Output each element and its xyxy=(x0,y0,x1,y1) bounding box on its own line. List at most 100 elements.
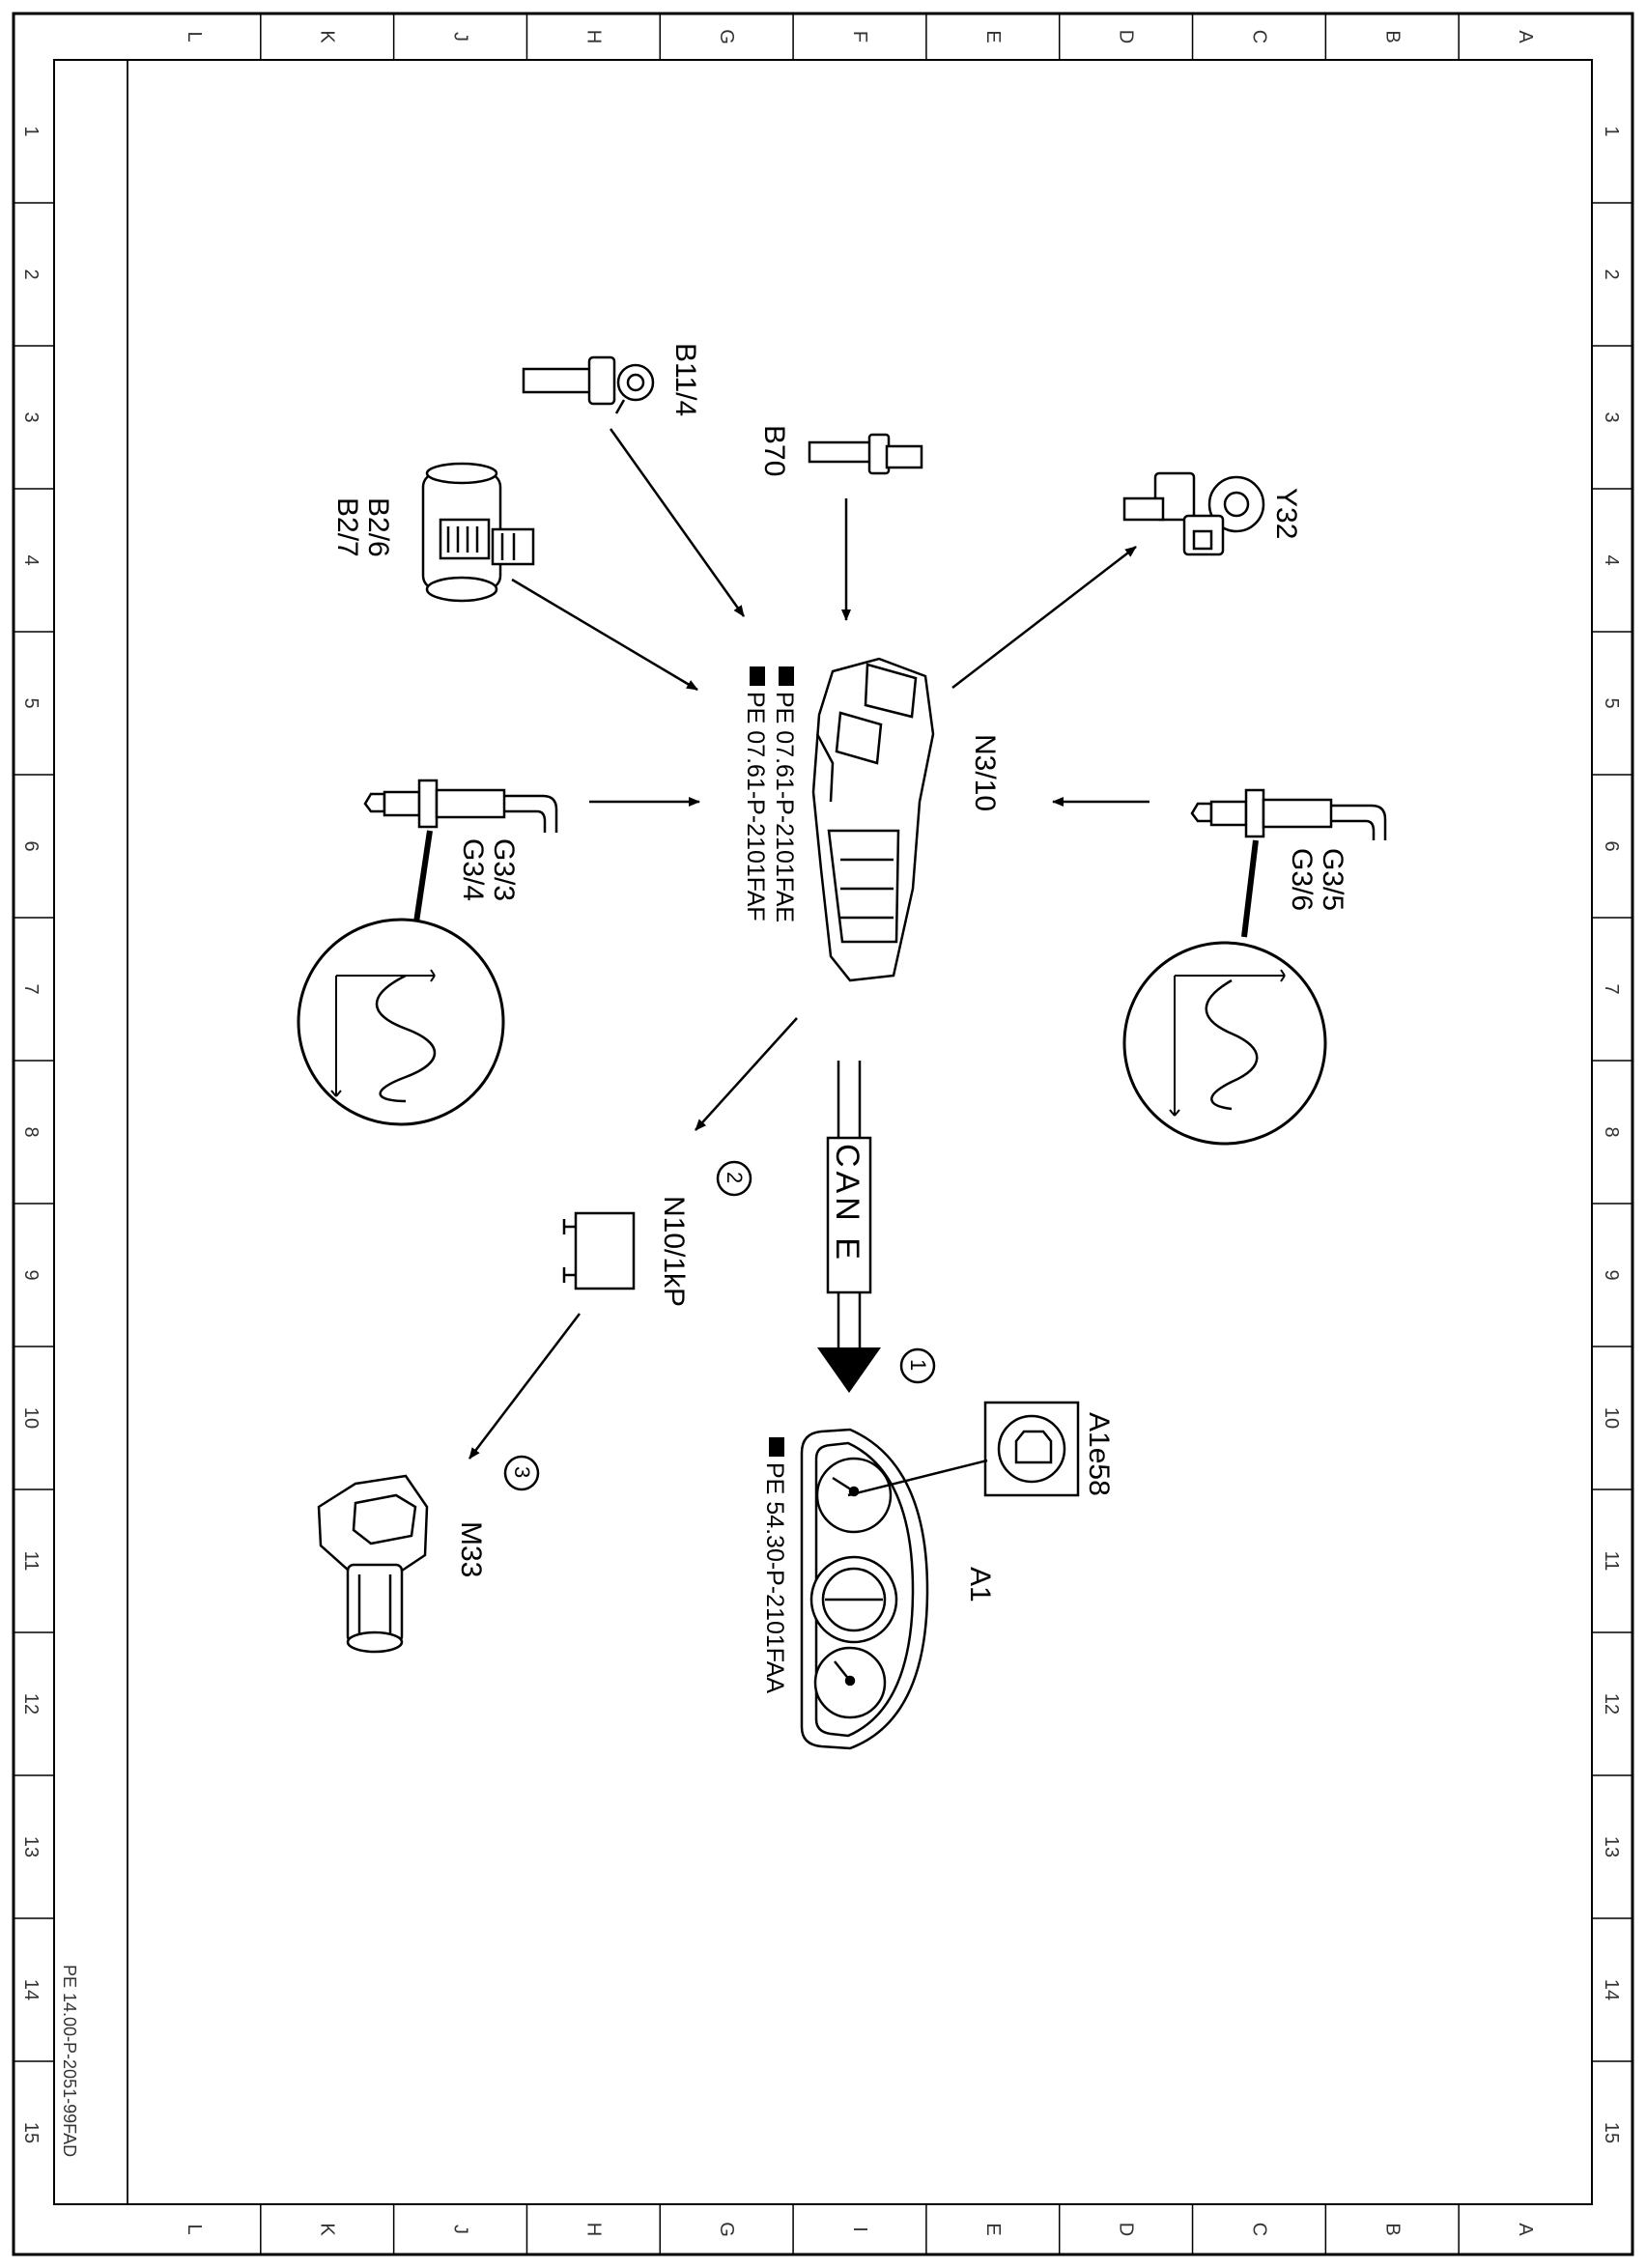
zone-column-bottom: G xyxy=(716,2222,737,2237)
zone-row-right: 1 xyxy=(1601,126,1622,136)
zone-row-left: 15 xyxy=(20,2122,42,2143)
callout-1: 1 xyxy=(899,1347,936,1384)
zone-column-bottom: J xyxy=(450,2225,471,2234)
zone-row-right: 11 xyxy=(1601,1551,1622,1572)
instrument-cluster-a1-icon xyxy=(800,1428,929,1750)
zone-row-right: 6 xyxy=(1601,840,1622,851)
ecu-reference-1-text: PE 07.61-P-2101FAE xyxy=(771,692,798,922)
arrow-ecu-to-relay xyxy=(695,1017,798,1131)
lambda-right-leader xyxy=(1241,839,1259,938)
pump-m33-icon xyxy=(317,1474,429,1654)
zone-column-top: C xyxy=(1248,30,1269,43)
signal-arrows xyxy=(468,428,1149,1460)
grid-ticks xyxy=(14,14,1632,2254)
signal-waveform-right-icon xyxy=(1122,941,1327,1146)
zone-row-left: 11 xyxy=(20,1551,42,1572)
label-y32: Y32 xyxy=(1270,488,1302,539)
ecu-reference-2-text: PE 07.61-P-2101FAF xyxy=(742,692,769,921)
zone-row-left: 5 xyxy=(20,697,42,708)
cluster-reference: PE 54.30-P-2101FAA xyxy=(761,1437,788,1693)
arrow-b2-to-ecu xyxy=(511,578,698,692)
label-g3-3: G3/3 xyxy=(488,838,520,901)
zone-row-left: 7 xyxy=(20,983,42,994)
can-bus-label: CAN E xyxy=(829,1144,866,1263)
label-b2-6: B2/6 xyxy=(362,497,394,557)
zone-row-left: 4 xyxy=(20,554,42,565)
zone-column-top: K xyxy=(317,30,338,43)
zone-row-left: 6 xyxy=(20,840,42,851)
zone-column-bottom: H xyxy=(582,2223,604,2236)
air-mass-sensor-icon xyxy=(421,462,535,603)
sensor-b11-4-icon xyxy=(522,355,655,414)
label-g3-6: G3/6 xyxy=(1286,848,1318,911)
zone-row-right: 14 xyxy=(1601,1979,1622,2000)
zone-row-right: 9 xyxy=(1601,1269,1622,1280)
zone-row-right: 3 xyxy=(1601,411,1622,422)
zone-column-top: D xyxy=(1116,30,1137,43)
callout-2-number: 2 xyxy=(723,1172,747,1183)
callout-3: 3 xyxy=(503,1455,540,1491)
signal-waveform-left-icon xyxy=(297,918,505,1126)
zone-row-right: 4 xyxy=(1601,554,1622,565)
label-b2-7: B2/7 xyxy=(331,497,363,557)
zone-row-left: 3 xyxy=(20,411,42,422)
zone-column-bottom: C xyxy=(1248,2223,1269,2236)
drawing-frame xyxy=(12,12,1634,2256)
arrow-relay-to-pump xyxy=(468,1313,581,1460)
cluster-reference-text: PE 54.30-P-2101FAA xyxy=(761,1462,788,1693)
callout-1-number: 1 xyxy=(906,1359,930,1371)
zone-column-bottom: I xyxy=(849,2226,870,2232)
zone-row-left: 9 xyxy=(20,1269,42,1280)
label-g3-4: G3/4 xyxy=(457,838,489,901)
zone-row-right: 5 xyxy=(1601,697,1622,708)
zone-column-bottom: K xyxy=(317,2223,338,2236)
zone-column-bottom: D xyxy=(1116,2223,1137,2236)
zone-row-left: 13 xyxy=(20,1836,42,1857)
callout-3-number: 3 xyxy=(510,1466,534,1478)
zone-column-bottom: A xyxy=(1515,2223,1536,2236)
zone-row-left: 10 xyxy=(20,1407,42,1429)
zone-row-left: 2 xyxy=(20,269,42,279)
valve-y32-icon xyxy=(1122,471,1265,556)
zone-row-right: 15 xyxy=(1601,2122,1622,2143)
ecu-reference-1: PE 07.61-P-2101FAE xyxy=(771,666,798,922)
zone-row-right: 2 xyxy=(1601,269,1622,279)
label-b11-4: B11/4 xyxy=(669,343,701,416)
zone-column-top: A xyxy=(1515,30,1536,43)
zone-column-top: F xyxy=(849,31,870,43)
ecu-reference-2: PE 07.61-P-2101FAF xyxy=(742,666,769,921)
zone-column-bottom: B xyxy=(1381,2223,1403,2235)
sensor-b70-icon xyxy=(808,433,923,475)
zone-row-right: 13 xyxy=(1601,1836,1622,1857)
label-b70: B70 xyxy=(758,425,790,476)
relay-n10-1kp-icon xyxy=(562,1211,636,1290)
zone-row-left: 12 xyxy=(20,1693,42,1715)
zone-column-top: G xyxy=(716,29,737,44)
label-n10-1kp: N10/1kP xyxy=(658,1196,690,1307)
zone-column-top: H xyxy=(582,30,604,43)
figure-id: PE 14.00-P-2051-99FAD xyxy=(60,1965,79,2157)
zone-column-bottom: L xyxy=(184,2224,205,2234)
zone-row-right: 12 xyxy=(1601,1693,1622,1715)
callout-2: 2 xyxy=(716,1160,752,1197)
zone-row-left: 14 xyxy=(20,1979,42,2000)
zone-row-right: 10 xyxy=(1601,1407,1622,1429)
zone-row-left: 1 xyxy=(20,126,42,136)
zone-row-right: 8 xyxy=(1601,1126,1622,1137)
zone-column-top: B xyxy=(1381,30,1403,43)
label-n3-10: N3/10 xyxy=(969,734,1001,811)
label-m33: M33 xyxy=(455,1521,487,1577)
arrow-b11-4-to-ecu xyxy=(609,428,746,617)
indicator-a1e58-icon xyxy=(983,1401,1080,1497)
lambda-sensor-right-icon xyxy=(1190,788,1387,840)
zone-column-top: J xyxy=(450,32,471,42)
arrow-ecu-to-y32 xyxy=(951,546,1137,689)
zone-column-top: L xyxy=(184,31,205,42)
label-a1e58: A1e58 xyxy=(1083,1412,1115,1496)
zone-row-right: 7 xyxy=(1601,983,1622,994)
indicator-leader xyxy=(847,1459,988,1497)
label-a1: A1 xyxy=(964,1567,996,1602)
zone-column-top: E xyxy=(982,30,1004,43)
